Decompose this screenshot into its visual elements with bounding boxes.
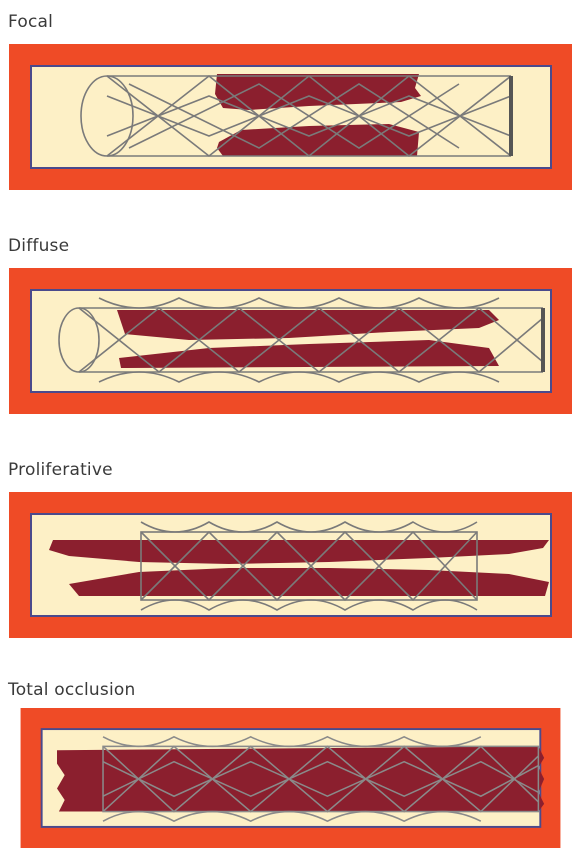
panel-title-total-occlusion: Total occlusion (8, 680, 135, 700)
diagram-panel-focal (9, 44, 572, 190)
proliferative-restenosis-diagram (9, 492, 572, 638)
plaque-occlusion (57, 746, 544, 811)
focal-restenosis-diagram (9, 44, 572, 190)
panel-title-focal: Focal (8, 12, 53, 32)
diagram-panel-total-occlusion (9, 708, 572, 848)
panel-title-diffuse: Diffuse (8, 236, 69, 256)
diffuse-restenosis-diagram (9, 268, 572, 414)
diagram-panel-diffuse (9, 268, 572, 414)
total-occlusion-diagram (9, 708, 572, 848)
diagram-panel-proliferative (9, 492, 572, 638)
panel-title-proliferative: Proliferative (8, 460, 113, 480)
vessel-lumen (31, 290, 551, 392)
